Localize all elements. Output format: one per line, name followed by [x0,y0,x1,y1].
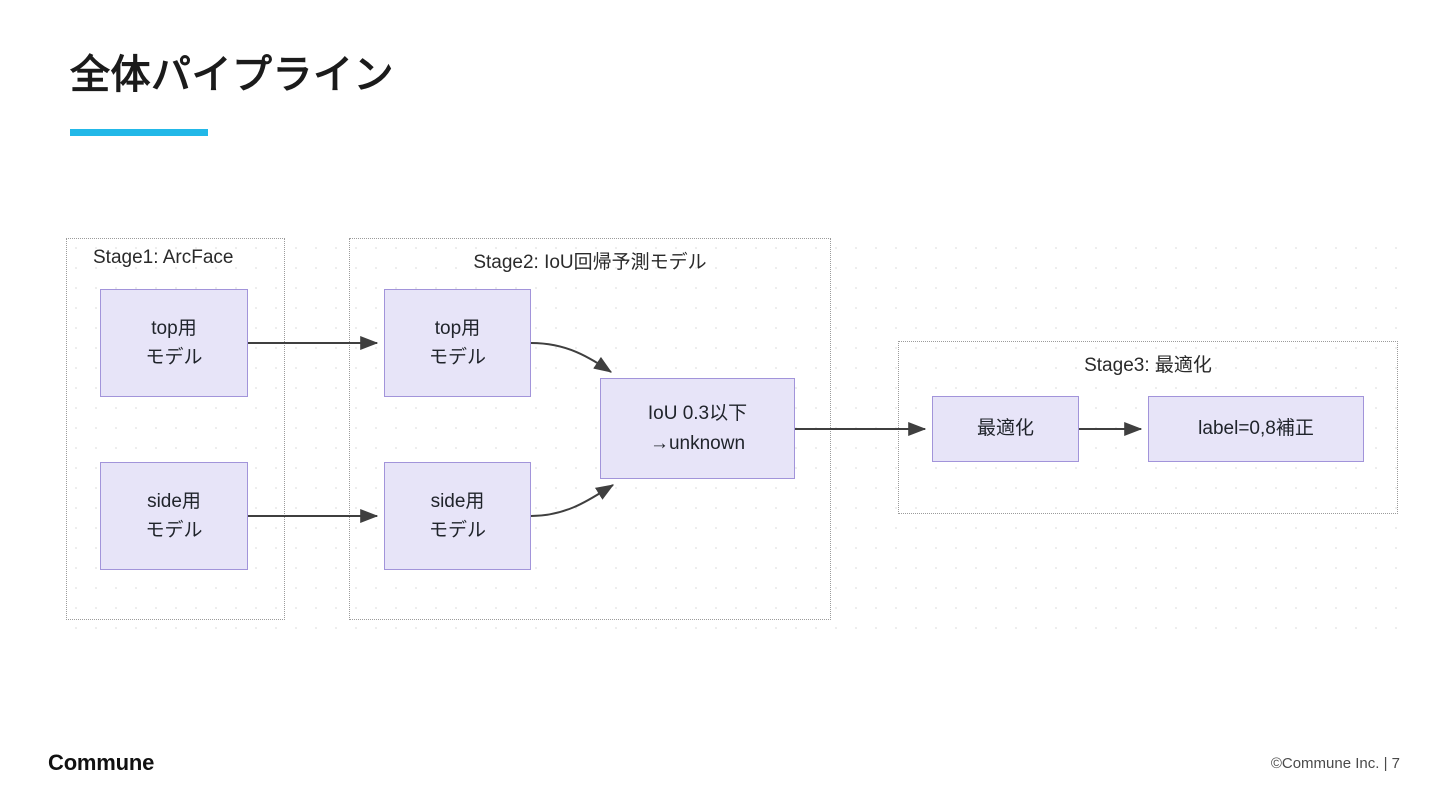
node-line: モデル [145,347,203,368]
title-accent-rule [70,129,208,136]
footer-copyright: ©Commune Inc. | 7 [1270,755,1400,772]
node-label-correction[interactable]: label=0,8補正 [1148,396,1364,462]
node-line: side用 [147,490,201,512]
node-line: モデル [145,520,203,541]
node-iou-threshold[interactable]: IoU 0.3以下 →unknown [600,378,795,479]
node-line: 最適化 [976,418,1034,440]
stage-label-stage1: Stage1: ArcFace [93,247,234,268]
node-stage1-side-model[interactable]: side用 モデル [100,462,248,570]
stage-label-stage2: Stage2: IoU回帰予測モデル [473,252,707,273]
node-stage2-side-model[interactable]: side用 モデル [384,462,531,570]
stage-label-stage3: Stage3: 最適化 [1084,355,1212,376]
node-line: top用 [434,317,481,339]
node-stage2-top-model[interactable]: top用 モデル [384,289,531,397]
node-line: IoU 0.3以下 [647,403,748,425]
page-title: 全体パイプライン [70,53,394,97]
node-line: side用 [430,490,485,512]
node-line: top用 [151,317,197,339]
node-line: →unknown [649,432,746,454]
stage-container-stage3: Stage3: 最適化 [898,341,1398,514]
stage-container-stage1: Stage1: ArcFace [66,238,285,620]
node-line: モデル [428,520,486,541]
node-line: モデル [428,347,486,368]
node-stage1-top-model[interactable]: top用 モデル [100,289,248,397]
node-line: label=0,8補正 [1198,418,1314,440]
node-optimization[interactable]: 最適化 [932,396,1079,462]
brand-logo: Commune [48,750,155,775]
